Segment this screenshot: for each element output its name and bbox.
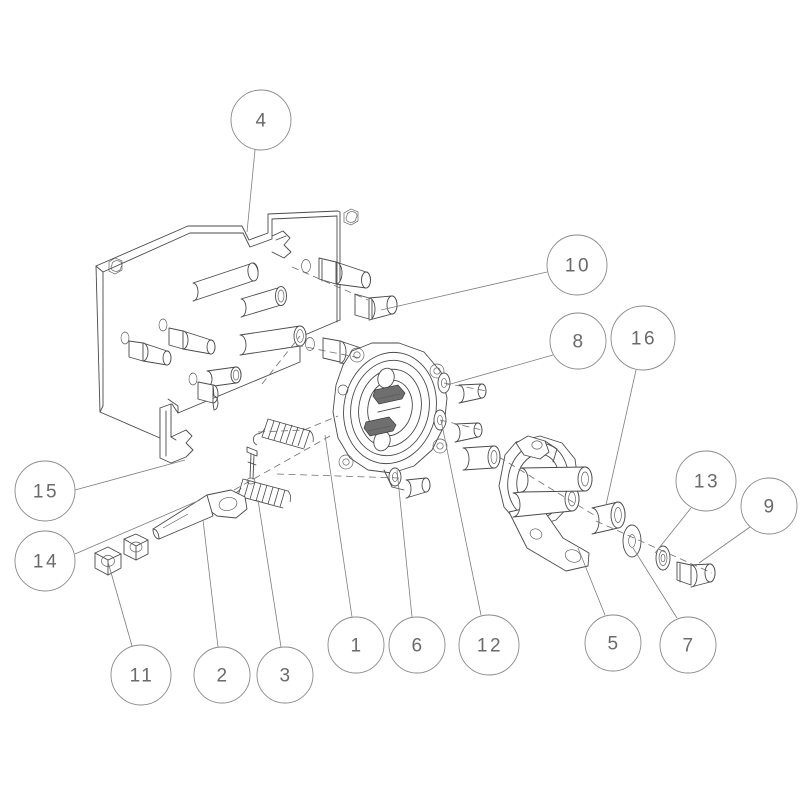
flat-washer-right bbox=[622, 524, 642, 558]
balloon-circle-4[interactable] bbox=[230, 89, 292, 151]
adjuster-rod bbox=[152, 489, 248, 540]
balloon-label-14: 14 bbox=[33, 552, 59, 573]
hub-bolt-a bbox=[458, 383, 487, 404]
balloon-circle-1[interactable] bbox=[327, 616, 385, 674]
balloon-label-7: 7 bbox=[682, 636, 695, 657]
balloon-label-15: 15 bbox=[33, 482, 59, 503]
leader-line-5 bbox=[577, 547, 606, 616]
callout-11[interactable]: 11 bbox=[107, 561, 172, 706]
balloon-circle-14[interactable] bbox=[14, 530, 76, 592]
callout-4[interactable]: 4 bbox=[230, 89, 292, 233]
callout-3[interactable]: 3 bbox=[256, 499, 314, 704]
brake-hub-flange bbox=[332, 342, 448, 491]
return-spring-upper bbox=[253, 418, 314, 450]
balloon-circle-16[interactable] bbox=[610, 305, 676, 371]
callout-10[interactable]: 10 bbox=[380, 234, 608, 311]
balloon-label-9: 9 bbox=[763, 497, 776, 518]
balloon-circle-15[interactable] bbox=[14, 460, 76, 522]
balloon-label-4: 4 bbox=[255, 111, 268, 132]
callout-12[interactable]: 12 bbox=[440, 419, 520, 676]
hex-nut-inner bbox=[123, 533, 149, 561]
balloon-circle-6[interactable] bbox=[388, 616, 446, 674]
callout-6[interactable]: 6 bbox=[388, 469, 446, 674]
callout-1[interactable]: 1 bbox=[324, 434, 385, 674]
hex-nut-outer bbox=[94, 546, 122, 576]
balloon-circle-8[interactable] bbox=[549, 312, 607, 370]
anchor-bracket bbox=[159, 403, 194, 464]
leader-line-13 bbox=[654, 507, 692, 554]
callout-9[interactable]: 9 bbox=[698, 477, 798, 564]
mounting-bracket-plate bbox=[95, 208, 359, 439]
callout-15[interactable]: 15 bbox=[14, 459, 186, 522]
callout-2[interactable]: 2 bbox=[193, 519, 251, 704]
clevis-pin bbox=[246, 446, 258, 485]
leader-line-3 bbox=[257, 499, 282, 648]
leader-line-14 bbox=[74, 499, 201, 555]
balloon-label-5: 5 bbox=[607, 634, 620, 655]
balloon-label-12: 12 bbox=[477, 636, 503, 657]
balloon-label-16: 16 bbox=[631, 329, 657, 350]
hex-bolt-right bbox=[676, 561, 716, 588]
balloon-circle-10[interactable] bbox=[546, 234, 608, 296]
leader-line-2 bbox=[202, 519, 219, 648]
lock-washer-right bbox=[655, 545, 671, 571]
hub-bolt-b bbox=[454, 422, 483, 443]
leader-line-6 bbox=[396, 469, 413, 618]
leader-line-7 bbox=[632, 547, 678, 619]
balloon-circle-5[interactable] bbox=[584, 614, 642, 672]
hex-bolt-upper bbox=[301, 257, 371, 289]
callout-7[interactable]: 7 bbox=[632, 547, 717, 674]
callout-5[interactable]: 5 bbox=[577, 547, 642, 672]
leader-line-10 bbox=[380, 271, 548, 311]
callout-8[interactable]: 8 bbox=[446, 312, 607, 386]
hub-bolt-c bbox=[405, 477, 431, 499]
leader-line-1 bbox=[324, 434, 353, 618]
balloon-label-11: 11 bbox=[130, 666, 155, 687]
spacer-sleeve-right bbox=[591, 501, 626, 535]
balloon-label-3: 3 bbox=[279, 666, 292, 687]
leader-line-11 bbox=[107, 561, 133, 647]
leader-line-15 bbox=[74, 459, 186, 491]
retaining-washer bbox=[388, 467, 402, 487]
leader-line-4 bbox=[246, 149, 256, 233]
bracket-bolts bbox=[120, 318, 219, 411]
balloon-circle-12[interactable] bbox=[458, 614, 520, 676]
balloon-circle-11[interactable] bbox=[110, 644, 172, 706]
leader-line-8 bbox=[446, 354, 554, 386]
balloon-circle-9[interactable] bbox=[740, 477, 798, 535]
leader-line-9 bbox=[698, 526, 751, 564]
callout-16[interactable]: 16 bbox=[605, 305, 676, 506]
leader-line-12 bbox=[440, 419, 482, 616]
balloon-label-2: 2 bbox=[216, 666, 229, 687]
leader-line-16 bbox=[605, 369, 637, 506]
balloon-label-10: 10 bbox=[565, 256, 591, 277]
balloon-label-13: 13 bbox=[694, 472, 720, 493]
caliper-housing bbox=[498, 435, 593, 572]
hex-bolt-upper-b bbox=[354, 293, 398, 321]
spacer-sleeve-hub bbox=[462, 445, 501, 471]
callout-13[interactable]: 13 bbox=[654, 450, 737, 554]
balloon-circle-3[interactable] bbox=[256, 646, 314, 704]
callout-14[interactable]: 14 bbox=[14, 499, 201, 592]
balloon-label-6: 6 bbox=[411, 636, 424, 657]
balloon-label-8: 8 bbox=[572, 332, 585, 353]
balloon-circle-7[interactable] bbox=[659, 616, 717, 674]
balloon-circle-13[interactable] bbox=[675, 450, 737, 512]
balloon-label-1: 1 bbox=[350, 636, 363, 657]
balloon-circle-2[interactable] bbox=[193, 646, 251, 704]
assembly-centerlines bbox=[233, 266, 713, 574]
